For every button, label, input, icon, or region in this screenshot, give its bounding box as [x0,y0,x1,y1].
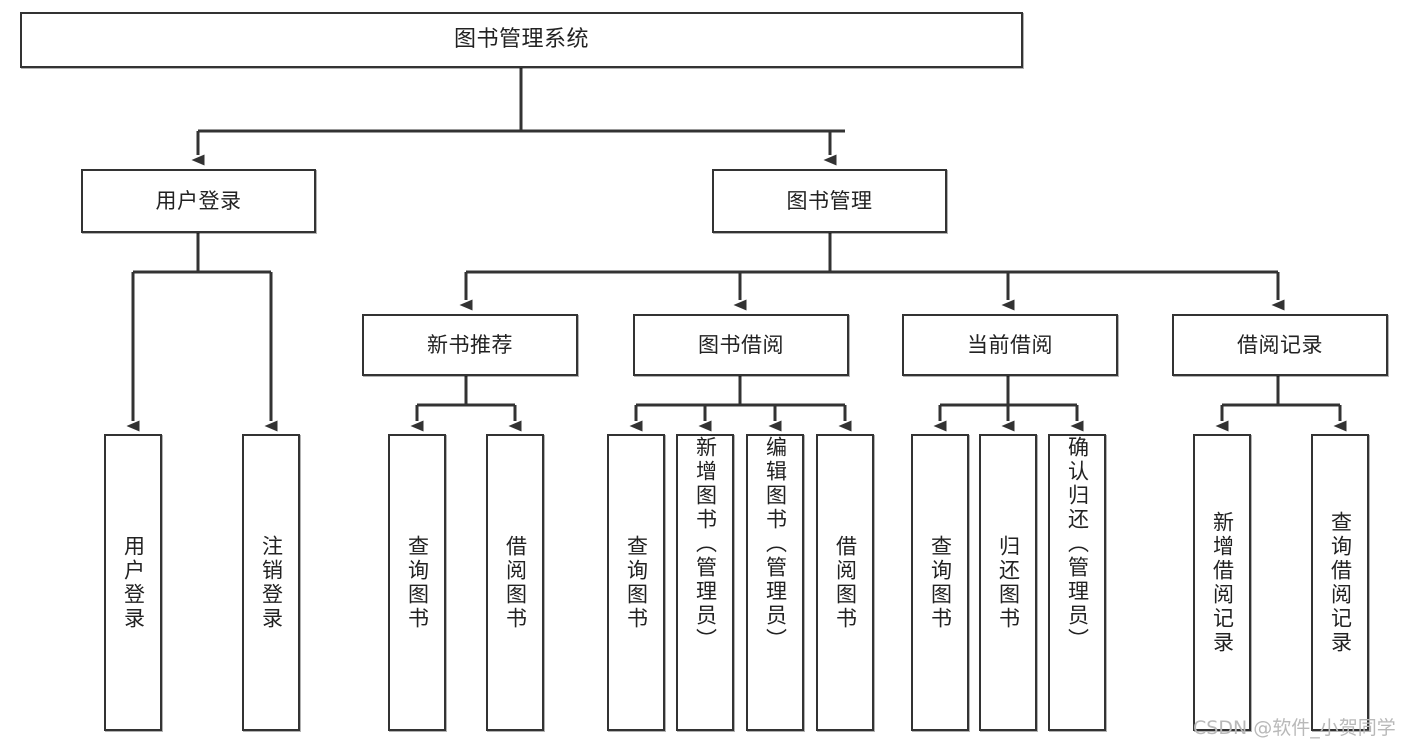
node-leaf-add-record-label: 新增借阅记录 [1210,510,1235,655]
node-leaf-query-book-1-label: 查询图书 [405,534,430,631]
node-user-login[interactable]: 用户登录 [81,169,316,233]
node-leaf-query-book-3[interactable]: 查询图书 [911,434,969,731]
node-leaf-add-book[interactable]: 新增图书（管理员） [676,434,734,731]
node-leaf-add-record[interactable]: 新增借阅记录 [1193,434,1251,731]
node-leaf-borrow-book-1[interactable]: 借阅图书 [486,434,544,731]
node-borrow-record[interactable]: 借阅记录 [1172,314,1388,376]
node-root[interactable]: 图书管理系统 [20,12,1023,68]
node-leaf-query-record-label: 查询借阅记录 [1328,510,1353,655]
watermark: CSDN @软件_小贺同学 [1193,717,1396,739]
node-borrow-record-label: 借阅记录 [1237,332,1323,357]
node-user-login-label: 用户登录 [155,188,242,213]
node-leaf-user-login-label: 用户登录 [121,534,146,631]
node-leaf-confirm-return-label: 确认归还（管理员） [1065,436,1090,652]
node-book-manage[interactable]: 图书管理 [712,169,947,233]
node-leaf-edit-book[interactable]: 编辑图书（管理员） [746,434,804,731]
node-leaf-return-book-label: 归还图书 [996,534,1021,631]
node-leaf-logout-label: 注销登录 [259,534,284,631]
node-leaf-return-book[interactable]: 归还图书 [979,434,1037,731]
node-current-borrow-label: 当前借阅 [967,332,1053,357]
node-leaf-user-login[interactable]: 用户登录 [104,434,162,731]
node-leaf-borrow-book-2-label: 借阅图书 [833,534,858,631]
node-leaf-add-book-label: 新增图书（管理员） [693,436,718,652]
node-leaf-query-book-2[interactable]: 查询图书 [607,434,665,731]
node-root-label: 图书管理系统 [453,27,589,53]
node-leaf-logout[interactable]: 注销登录 [242,434,300,731]
node-leaf-borrow-book-1-label: 借阅图书 [503,534,528,631]
node-current-borrow[interactable]: 当前借阅 [902,314,1118,376]
node-book-borrow-label: 图书借阅 [698,332,784,357]
node-book-borrow[interactable]: 图书借阅 [633,314,849,376]
node-leaf-borrow-book-2[interactable]: 借阅图书 [816,434,874,731]
node-leaf-confirm-return[interactable]: 确认归还（管理员） [1048,434,1106,731]
node-leaf-query-book-1[interactable]: 查询图书 [388,434,446,731]
node-new-book-rec[interactable]: 新书推荐 [362,314,578,376]
node-leaf-edit-book-label: 编辑图书（管理员） [763,436,788,652]
node-book-manage-label: 图书管理 [786,188,873,213]
node-leaf-query-book-2-label: 查询图书 [624,534,649,631]
node-leaf-query-record[interactable]: 查询借阅记录 [1311,434,1369,731]
node-leaf-query-book-3-label: 查询图书 [928,534,953,631]
node-new-book-rec-label: 新书推荐 [427,332,513,357]
